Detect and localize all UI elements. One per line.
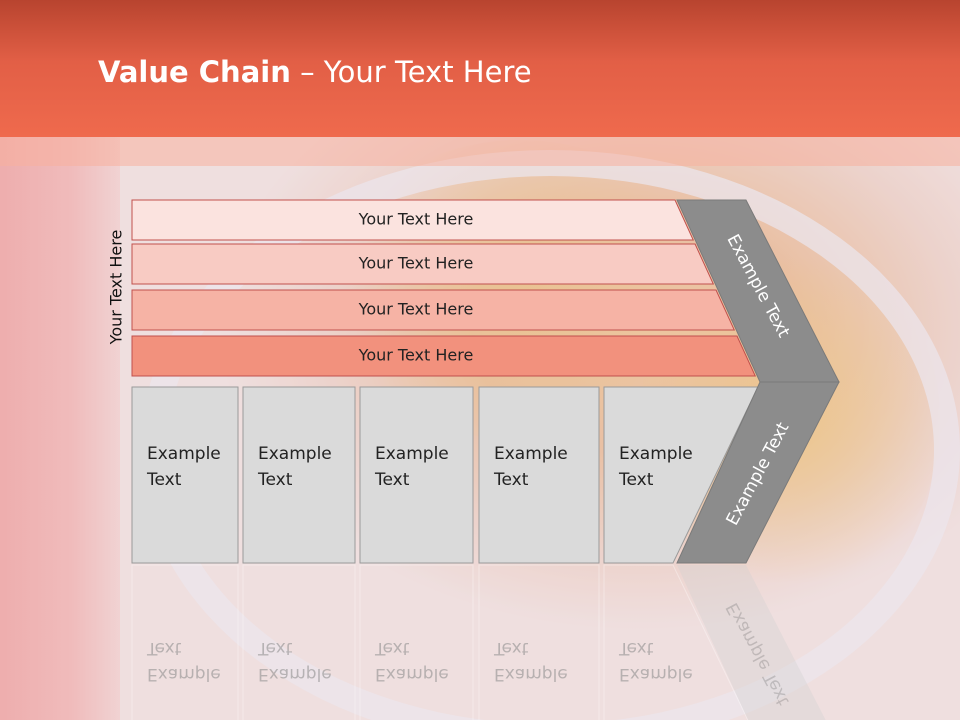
title-bar <box>0 0 960 137</box>
reflection-shape <box>359 564 474 720</box>
primary-box-line1: Example <box>258 444 332 464</box>
primary-box-line2: Text <box>257 470 293 490</box>
primary-box-line2: Text <box>146 470 182 490</box>
primary-box-shape[interactable] <box>359 386 474 564</box>
box-reflection: Example Text <box>603 564 749 720</box>
support-row-shape[interactable] <box>131 199 695 241</box>
reflection-line1: Example <box>494 664 568 684</box>
slide-title-bold: Value Chain <box>98 55 291 89</box>
reflection-line1: Example <box>619 664 693 684</box>
primary-box-shape[interactable] <box>478 386 600 564</box>
margin-chevron[interactable]: Example Text Example Text <box>676 199 840 564</box>
reflection-shape <box>478 564 600 720</box>
slide-title[interactable]: Value Chain – Your Text Here <box>98 55 532 89</box>
primary-box-shape[interactable] <box>242 386 356 564</box>
reflection-line2: Text <box>374 638 410 658</box>
support-row-shape[interactable] <box>131 289 736 331</box>
primary-box-line2: Text <box>618 470 654 490</box>
reflection-line1: Example <box>258 664 332 684</box>
primary-box-shape[interactable] <box>131 386 239 564</box>
primary-box-line2: Text <box>374 470 410 490</box>
background-red-cloth <box>0 130 120 720</box>
primary-activities: ExampleTextExampleTextExampleTextExample… <box>131 386 759 564</box>
support-row-label: Your Text Here <box>358 346 474 365</box>
box-reflection: Example Text <box>131 564 239 720</box>
reflection-shape <box>131 564 239 720</box>
reflection-line1: Example <box>147 664 221 684</box>
support-row[interactable]: Your Text Here <box>131 199 695 241</box>
reflection-line2: Text <box>493 638 529 658</box>
primary-box-line2: Text <box>493 470 529 490</box>
reflection-shape <box>242 564 356 720</box>
reflection-shape <box>603 564 749 720</box>
slide-title-rest: – Your Text Here <box>290 55 532 89</box>
support-row[interactable]: Your Text Here <box>131 243 715 285</box>
primary-box-shape[interactable] <box>603 386 759 564</box>
reflection-line2: Text <box>618 638 654 658</box>
support-row-label: Your Text Here <box>358 210 474 229</box>
support-row[interactable]: Your Text Here <box>131 289 736 331</box>
primary-box-line1: Example <box>619 444 693 464</box>
primary-box-line1: Example <box>375 444 449 464</box>
primary-box-line1: Example <box>494 444 568 464</box>
reflection-line2: Text <box>257 638 293 658</box>
chevron-reflection-shape <box>677 565 826 720</box>
support-row[interactable]: Your Text Here <box>131 335 757 377</box>
reflection-line2: Text <box>146 638 182 658</box>
box-reflection: Example Text <box>242 564 356 720</box>
support-row-label: Your Text Here <box>358 300 474 319</box>
support-row-shape[interactable] <box>131 335 757 377</box>
title-bar-band <box>0 137 960 166</box>
chevron-lower[interactable] <box>676 381 840 564</box>
box-reflection: Example Text <box>478 564 600 720</box>
reflection: ExampleTextExampleTextExampleTextExample… <box>131 564 826 720</box>
reflection-line1: Example <box>375 664 449 684</box>
primary-box-line1: Example <box>147 444 221 464</box>
support-row-shape[interactable] <box>131 243 715 285</box>
support-row-label: Your Text Here <box>358 254 474 273</box>
box-reflection: Example Text <box>359 564 474 720</box>
